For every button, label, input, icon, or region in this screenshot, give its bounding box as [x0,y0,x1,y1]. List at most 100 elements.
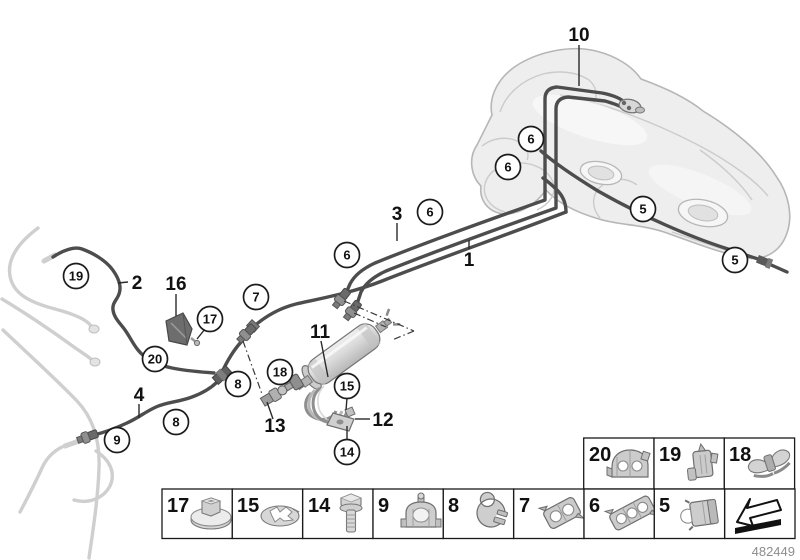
legend-cell-8: 8 [442,488,515,540]
filter-bracket [304,385,356,432]
callout-5a: 5 [629,195,657,223]
label-13: 13 [264,416,285,437]
label-16: 16 [165,274,186,295]
callout-15: 15 [333,372,361,400]
legend-cell-14: 14 [302,488,374,540]
doc-number: 482449 [752,544,795,559]
item-labels: 1 2 3 4 10 11 12 13 16 [132,25,590,437]
svg-text:5: 5 [659,495,670,517]
fuel-tank-body [470,47,791,260]
callout-18: 18 [266,358,294,386]
legend-cell-arrow [724,488,796,540]
label-10: 10 [568,25,589,46]
svg-text:5: 5 [639,202,646,217]
direction-arrow-icon [735,498,782,534]
vent-line-connector [755,255,774,270]
double-line-clip-icon [537,496,586,530]
pipe-clip-double-hump-icon [606,449,651,478]
svg-text:20: 20 [148,352,162,367]
svg-text:8: 8 [234,377,241,392]
svg-text:9: 9 [378,495,389,517]
fuel-tank [470,47,791,260]
legend-table: 20 19 18 [161,437,796,540]
label-12: 12 [372,410,393,431]
svg-text:6: 6 [426,205,433,220]
callout-7: 7 [242,283,270,311]
callout-5b: 5 [721,246,749,274]
svg-text:14: 14 [308,495,331,517]
line-clamp-stud-icon [400,492,442,528]
leader-lines [117,45,580,440]
assembly-reference-lines [242,300,415,395]
svg-text:6: 6 [504,160,511,175]
label-3: 3 [392,204,403,225]
holder-bracket [165,312,201,347]
callout-19: 19 [62,262,90,290]
svg-text:15: 15 [340,379,354,394]
svg-text:7: 7 [252,290,259,305]
flange-nut-icon [190,497,232,530]
svg-text:18: 18 [729,444,751,466]
svg-text:17: 17 [167,495,189,517]
background-ghost-pipes [0,226,115,560]
triple-line-clip-icon [603,495,660,531]
tank-sender-flange-ring [677,198,729,228]
lower-fuel-line [92,377,222,437]
tank-flange-fitting [618,98,645,114]
callout-8: 8 [224,370,252,398]
legend-cell-6: 6 [583,488,660,540]
callout-20: 20 [141,345,169,373]
label-11: 11 [310,322,331,343]
svg-text:18: 18 [273,365,287,380]
callout-6b: 6 [416,198,444,226]
callout-17: 17 [196,305,224,333]
callout-6a: 6 [333,241,361,269]
svg-text:14: 14 [340,445,355,460]
legend-cell-9: 9 [372,488,444,540]
svg-text:9: 9 [113,433,120,448]
hose-connector-set [259,373,304,407]
svg-text:20: 20 [589,444,611,466]
svg-text:15: 15 [237,495,259,517]
svg-text:19: 19 [69,269,83,284]
svg-text:8: 8 [172,415,179,430]
holder-clip-icon [680,498,719,531]
label-4: 4 [134,385,145,406]
label-2: 2 [132,273,143,294]
legend-cell-7: 7 [513,488,586,540]
legend-cell-15: 15 [231,488,304,540]
label-1: 1 [464,250,475,271]
svg-text:17: 17 [203,312,217,327]
fuel-return-line [355,95,627,306]
hex-bolt-icon [339,493,363,533]
fuel-supply-line [250,210,568,330]
svg-text:6: 6 [589,495,600,517]
fuel-feed-line [344,85,625,295]
pipe-clip-upright-icon [686,442,719,481]
svg-text:6: 6 [527,132,534,147]
legend-cell-5: 5 [653,488,726,540]
callout-6d: 6 [494,153,522,181]
hose-clip-icon [476,491,511,528]
callout-9: 9 [103,426,131,454]
tank-pump-flange-ring [579,160,623,186]
legend-cell-18: 18 [723,437,796,490]
bracket-screw [193,339,201,347]
callout-8b: 8 [162,408,190,436]
legend-cell-19: 19 [653,437,725,490]
legend-cell-20: 20 [583,437,655,490]
callout-6c: 6 [517,125,545,153]
circled-callouts: 19 17 7 20 8 18 15 14 8 9 6 6 6 6 5 5 [62,125,749,466]
callout-14: 14 [333,438,361,466]
quick-connector [75,427,100,447]
legend-cell-17: 17 [161,488,233,540]
svg-text:19: 19 [659,444,681,466]
line-junction-fitting [211,364,233,386]
svg-text:7: 7 [519,495,530,517]
svg-text:8: 8 [448,495,459,517]
spring-lock-washer-icon [260,505,300,527]
svg-text:6: 6 [343,248,350,263]
svg-text:5: 5 [731,253,738,268]
